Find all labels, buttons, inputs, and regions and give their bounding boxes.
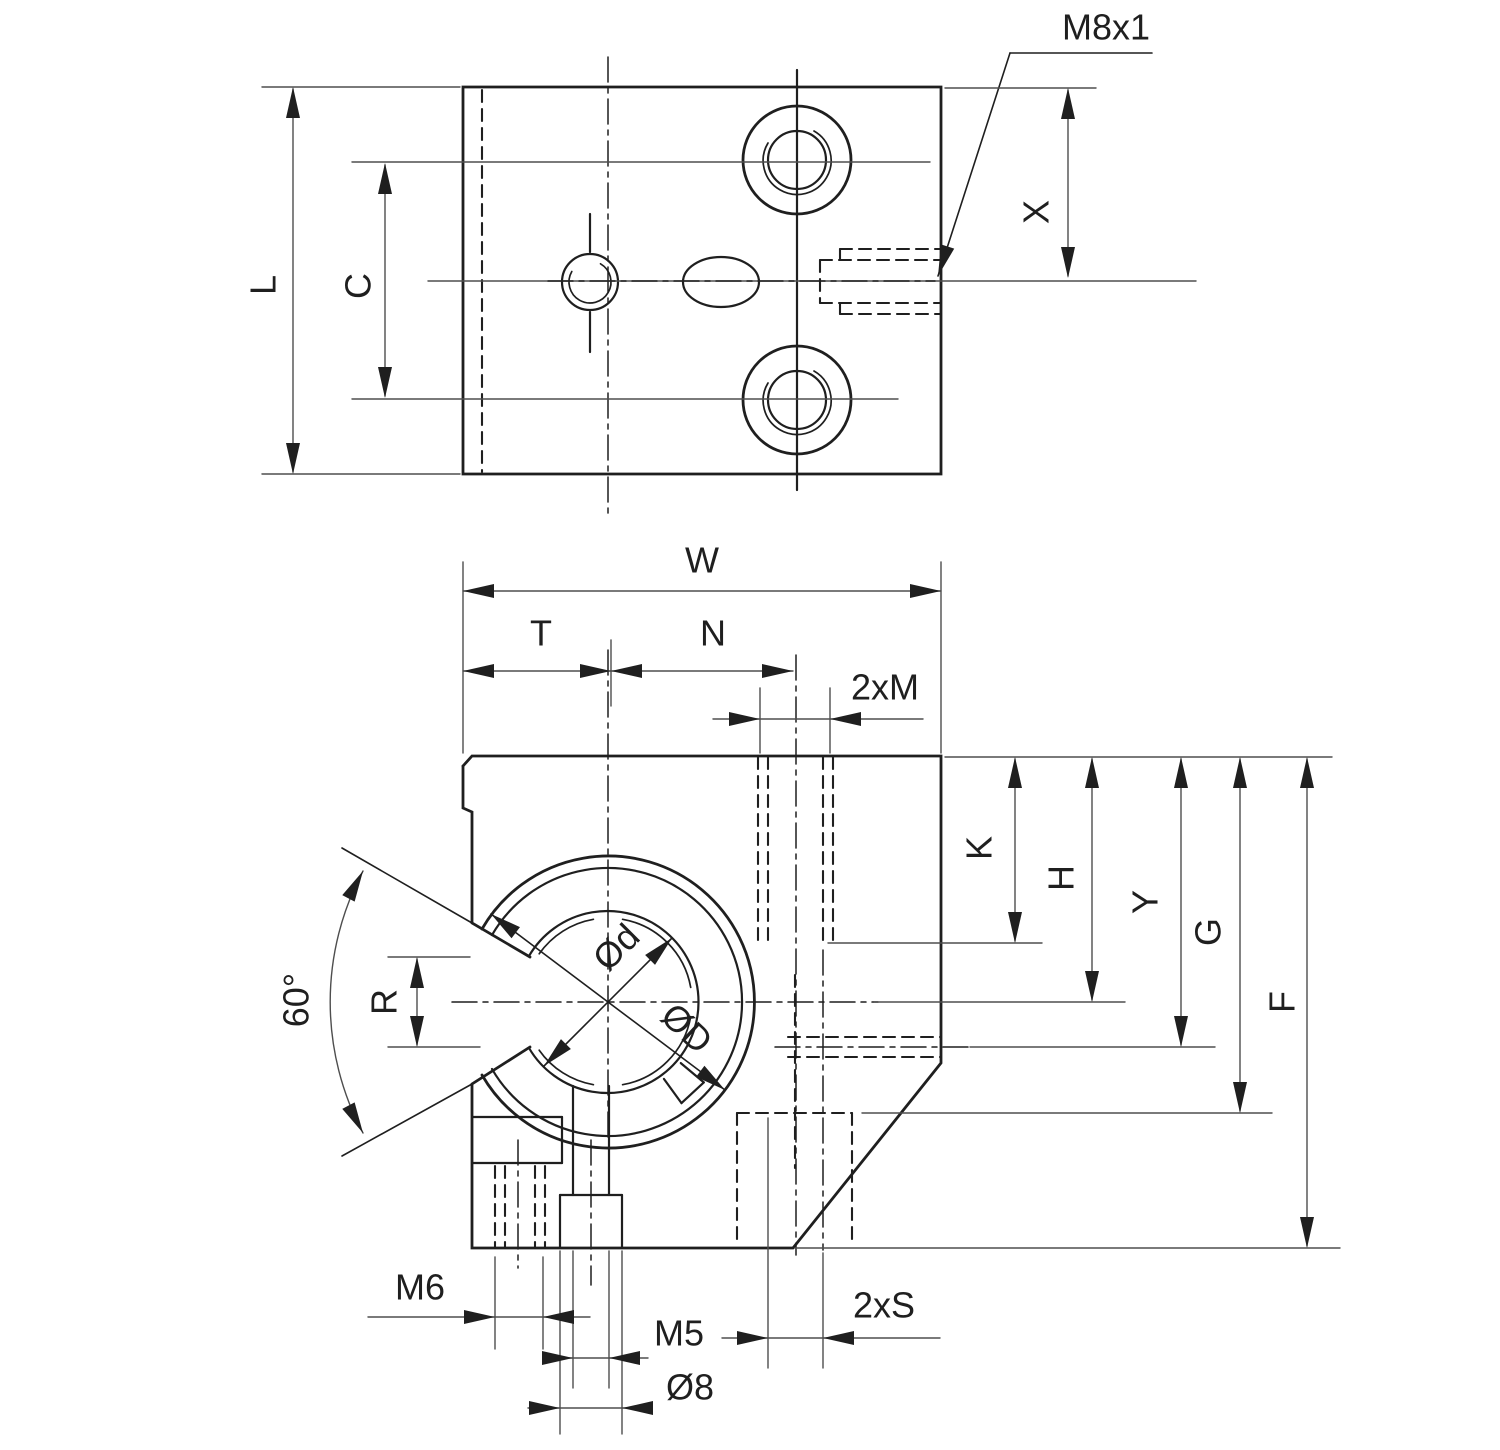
arr-M6-r (543, 1310, 574, 1324)
label-dim-2xM: 2xM (851, 667, 919, 708)
arr-Y-top (1174, 757, 1188, 788)
arr-W-l (463, 584, 494, 598)
arr-X-bot (1061, 247, 1075, 278)
vnotch-proj-lower (342, 1084, 472, 1156)
arr-R-bot (410, 1016, 424, 1047)
arr-C-bot (378, 367, 392, 398)
arr-H-bot (1085, 971, 1099, 1002)
arr-2xM-l (729, 712, 760, 726)
m8-leader-1 (938, 53, 1010, 276)
arr-K-bot (1008, 912, 1022, 943)
arr-2xS-l (737, 1331, 768, 1345)
label-dim-60: 60° (276, 973, 317, 1027)
small-hole-thread-arc (569, 264, 611, 303)
arr-K-top (1008, 757, 1022, 788)
arr-F-bot (1300, 1217, 1314, 1248)
arr-d-sw (544, 1039, 571, 1066)
arr-G-top (1233, 757, 1247, 788)
arr-G-bot (1233, 1082, 1247, 1113)
small-hole (562, 254, 618, 310)
arr-T-l (463, 664, 494, 678)
bore-thread-arc-1 (623, 1017, 691, 1085)
label-dim-N: N (700, 613, 726, 654)
arr-M5-l (542, 1351, 573, 1365)
bore-thread-arc-3 (539, 919, 593, 954)
arr-L-top (286, 87, 300, 118)
arr-2xS-r (823, 1331, 854, 1345)
label-dim-G: G (1188, 918, 1229, 946)
arr-D-nw (491, 914, 520, 939)
label-dim-D: ØD (653, 995, 720, 1062)
label-dim-X: X (1016, 200, 1057, 224)
arr-O8-r (622, 1401, 653, 1415)
label-dim-d: Ød (585, 916, 648, 979)
body-outline-a (463, 756, 941, 1248)
vnotch-proj-upper (342, 848, 472, 923)
arr-d-ne (645, 938, 672, 965)
label-dim-L: L (243, 275, 284, 295)
arr-N-r (762, 664, 793, 678)
arr-R-top (410, 957, 424, 988)
label-thread-callout: M8x1 (1062, 7, 1150, 48)
arr-D-se (696, 1065, 725, 1090)
arr-M6-l (464, 1310, 495, 1324)
label-dim-Y: Y (1125, 890, 1166, 914)
dim-line-D (491, 914, 725, 1090)
ring-inner-arc (492, 868, 742, 1136)
arr-W-r (910, 584, 941, 598)
keyway-cap (682, 1082, 704, 1103)
keyway-side-1 (681, 1063, 704, 1082)
label-dim-O8: Ø8 (666, 1367, 714, 1408)
label-dim-H: H (1041, 865, 1082, 891)
top-hole2-thread-arc (763, 371, 831, 435)
label-dim-K: K (959, 836, 1000, 860)
arr-2xM-r (830, 712, 861, 726)
label-dim-F: F (1262, 991, 1303, 1013)
label-dim-W: W (685, 540, 719, 581)
arr-F-top (1300, 757, 1314, 788)
angle-60-arc (330, 871, 363, 1133)
arr-X-top (1061, 88, 1075, 119)
arr-Y-bot (1174, 1016, 1188, 1047)
top-hole1-thread-arc (763, 131, 831, 195)
arr-H-top (1085, 757, 1099, 788)
label-dim-M6: M6 (395, 1267, 445, 1308)
keyway-side-2 (664, 1079, 682, 1103)
arr-O8-l (529, 1401, 560, 1415)
arr-M5-r (609, 1351, 640, 1365)
arr-60-bot (342, 1102, 363, 1133)
bore-thread-arc-2 (539, 1050, 593, 1085)
arr-60-top (342, 871, 363, 902)
label-dim-C: C (338, 273, 379, 299)
label-dim-R: R (364, 989, 405, 1015)
arr-leader-m8 (938, 244, 955, 276)
label-dim-T: T (530, 613, 552, 654)
arr-N-l (611, 664, 642, 678)
arr-L-bot (286, 443, 300, 474)
label-dim-M5: M5 (654, 1313, 704, 1354)
slot-ellipse (683, 257, 759, 307)
top-view-body (463, 87, 941, 474)
label-dim-2xS: 2xS (853, 1285, 915, 1326)
arr-C-top (378, 163, 392, 194)
arr-T-r (580, 664, 611, 678)
